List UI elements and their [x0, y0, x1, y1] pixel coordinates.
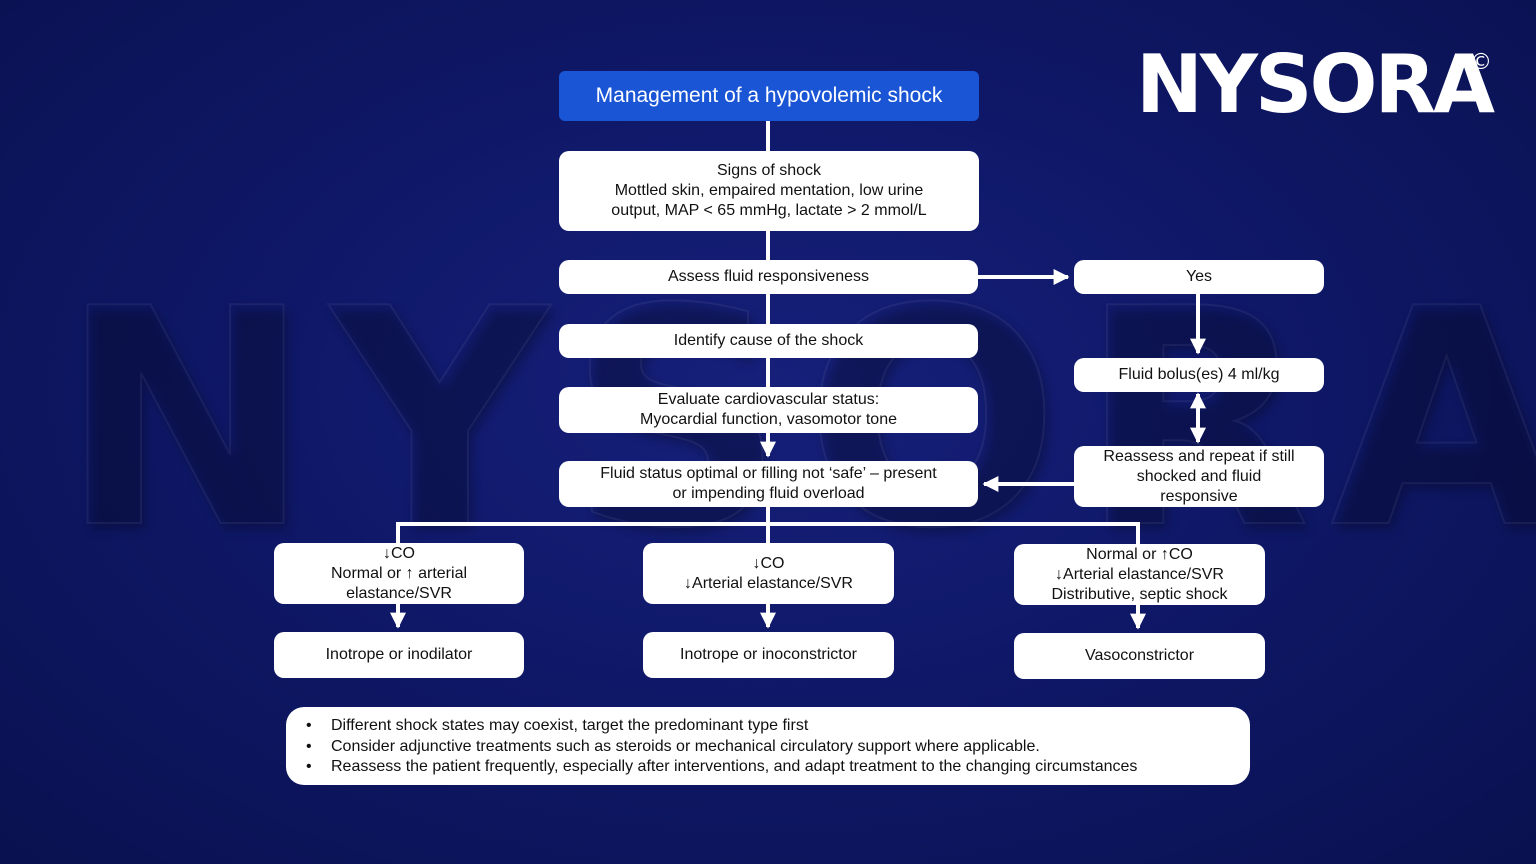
left-treatment-text: Inotrope or inodilator	[325, 646, 473, 663]
left-treatment-box: Inotrope or inodilator	[274, 632, 524, 678]
right-treatment-text: Vasoconstrictor	[1084, 647, 1195, 664]
note-item: Different shock states may coexist, targ…	[306, 716, 1230, 737]
title-box: Management of a hypovolemic shock	[559, 71, 979, 121]
title-text: Management of a hypovolemic shock	[595, 84, 943, 107]
fluid-status-box: Fluid status optimal or filling not ‘saf…	[559, 461, 978, 507]
fluid-status-line-2: or impending fluid overload	[672, 485, 865, 502]
reassess-line-2: shocked and fluid	[1136, 467, 1262, 485]
mid-state-line-2: ↓Arterial elastance/SVR	[684, 574, 853, 592]
fluid-bolus-box: Fluid bolus(es) 4 ml/kg	[1074, 358, 1324, 392]
mid-state-box: ↓CO ↓Arterial elastance/SVR	[643, 543, 894, 604]
mid-state-line-1: ↓CO	[752, 554, 785, 572]
note-item: Reassess the patient frequently, especia…	[306, 757, 1230, 778]
assess-box: Assess fluid responsiveness	[559, 260, 978, 294]
reassess-box: Reassess and repeat if still shocked and…	[1074, 446, 1324, 507]
identify-text: Identify cause of the shock	[673, 332, 864, 349]
right-state-line-3: Distributive, septic shock	[1051, 585, 1228, 603]
evaluate-line-1: Evaluate cardiovascular status:	[657, 391, 880, 408]
mid-treatment-box: Inotrope or inoconstrictor	[643, 632, 894, 678]
reassess-line-1: Reassess and repeat if still	[1103, 447, 1295, 465]
identify-box: Identify cause of the shock	[559, 324, 978, 358]
logo-registered-mark: ©	[1470, 50, 1492, 75]
left-state-box: ↓CO Normal or ↑ arterial elastance/SVR	[274, 543, 524, 604]
evaluate-line-2: Myocardial function, vasomotor tone	[639, 411, 897, 428]
fluid-status-line-1: Fluid status optimal or filling not ‘saf…	[600, 465, 937, 482]
signs-line-3: output, MAP < 65 mmHg, lactate > 2 mmol/…	[611, 202, 927, 219]
notes-box: Different shock states may coexist, targ…	[286, 707, 1250, 785]
mid-treatment-text: Inotrope or inoconstrictor	[680, 646, 857, 663]
left-state-line-1: ↓CO	[383, 544, 415, 562]
note-item: Consider adjunctive treatments such as s…	[306, 737, 1230, 758]
notes-list: Different shock states may coexist, targ…	[306, 716, 1230, 778]
yes-box: Yes	[1074, 260, 1324, 294]
reassess-line-3: responsive	[1160, 487, 1238, 505]
fluid-bolus-text: Fluid bolus(es) 4 ml/kg	[1118, 366, 1280, 383]
right-state-line-2: ↓Arterial elastance/SVR	[1055, 565, 1224, 583]
left-state-line-3: elastance/SVR	[346, 584, 452, 602]
evaluate-box: Evaluate cardiovascular status: Myocardi…	[559, 387, 978, 433]
right-treatment-box: Vasoconstrictor	[1014, 633, 1265, 679]
signs-line-1: Signs of shock	[716, 162, 822, 179]
nysora-logo: NYSORA	[1136, 38, 1495, 131]
signs-line-2: Mottled skin, empaired mentation, low ur…	[614, 182, 924, 199]
signs-of-shock-box: Signs of shock Mottled skin, empaired me…	[559, 151, 979, 231]
left-state-line-2: Normal or ↑ arterial	[330, 564, 468, 582]
assess-text: Assess fluid responsiveness	[668, 268, 869, 285]
right-state-line-1: Normal or ↑CO	[1086, 545, 1193, 563]
right-state-box: Normal or ↑CO ↓Arterial elastance/SVR Di…	[1014, 544, 1265, 605]
yes-text: Yes	[1185, 268, 1213, 285]
